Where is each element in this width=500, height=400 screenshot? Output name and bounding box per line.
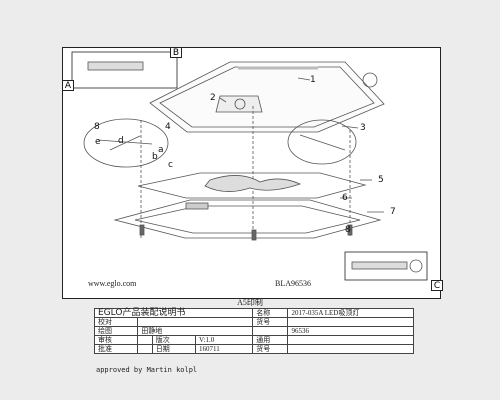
callout-c: c	[168, 160, 173, 170]
callout-d: d	[118, 136, 124, 146]
check-label: 校对	[93, 317, 139, 327]
approve-label: 批准	[93, 344, 139, 354]
applies-label: 通用	[252, 335, 289, 345]
item2-label: 货号	[252, 344, 289, 354]
item-label: 货号	[252, 317, 289, 327]
website-text: www.eglo.com	[88, 279, 137, 288]
print-size-label: A5印制	[237, 298, 263, 307]
name-value: 2017-035A LED吸顶灯	[287, 308, 414, 318]
callout-8: 8	[94, 122, 100, 132]
review-label: 审核	[93, 335, 139, 345]
callout-3: 3	[360, 123, 366, 133]
callout-5: 5	[378, 175, 384, 185]
drawing-label: 绘图	[93, 326, 139, 336]
callout-2: 2	[210, 93, 216, 103]
name-label: 名称	[252, 308, 289, 318]
callout-a: a	[158, 145, 164, 155]
callout-1: 1	[310, 75, 316, 85]
detail-tab-a: A	[62, 80, 74, 91]
date-value: 160711	[195, 344, 254, 354]
date-label: 日期	[151, 344, 197, 354]
model-code: BLA96536	[275, 279, 311, 288]
drawing-value: 田静地	[137, 326, 254, 336]
callout-e: e	[95, 137, 101, 147]
callout-6: 6	[342, 193, 348, 203]
callout-8-lower: 8	[345, 225, 351, 235]
brand-title: EGLO产品装配说明书	[93, 308, 254, 318]
version-label: 版次	[151, 335, 197, 345]
version-value: V:1.0	[195, 335, 254, 345]
callout-7: 7	[390, 207, 396, 217]
item-value: 96536	[287, 326, 414, 336]
callout-b: b	[152, 152, 158, 162]
approved-by: approved by Martin kolpl	[96, 366, 198, 374]
callout-4: 4	[165, 122, 171, 132]
detail-tab-b: B	[170, 47, 182, 58]
detail-tab-c: C	[431, 280, 443, 291]
title-block: EGLO产品装配说明书 名称 2017-035A LED吸顶灯 校对 货号 绘图…	[93, 308, 414, 354]
